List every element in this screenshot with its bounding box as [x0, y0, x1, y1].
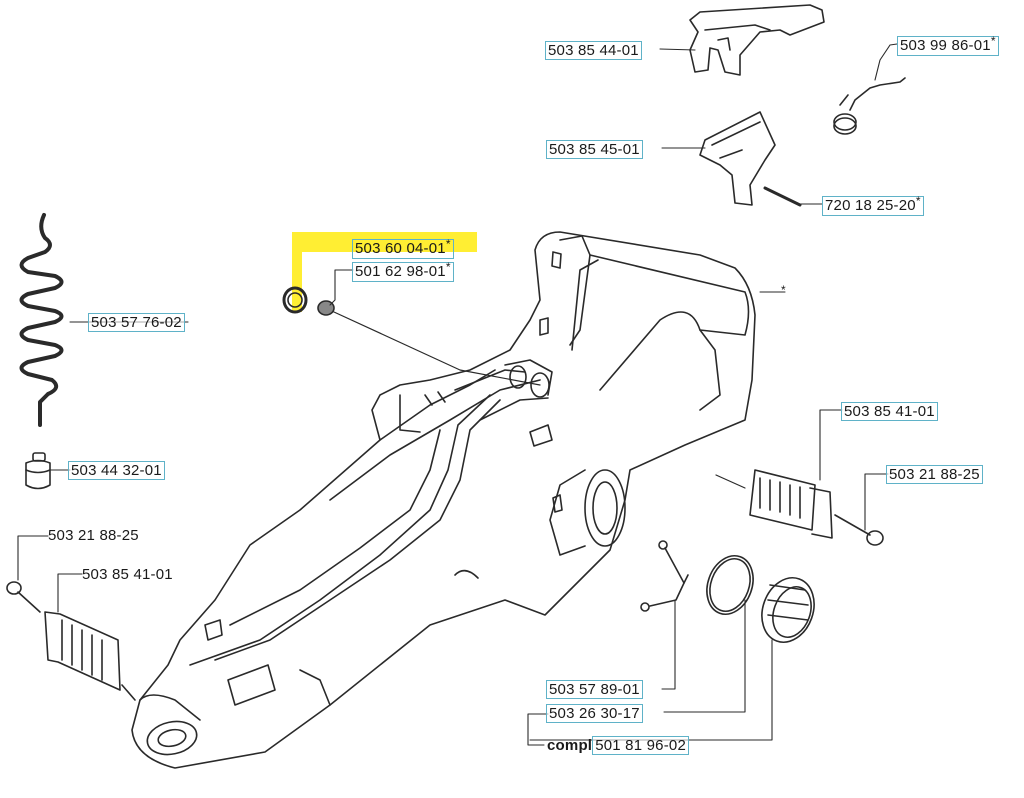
torsion-spring-drawing	[833, 77, 906, 135]
part-label[interactable]: 503 99 86-01*	[897, 34, 999, 56]
part-label[interactable]: 503 85 45-01	[546, 140, 643, 159]
footnote-mark: *	[445, 237, 451, 251]
throttle-trigger-drawing	[689, 4, 825, 76]
throttle-lockout-drawing	[699, 111, 802, 207]
part-label[interactable]: 503 44 32-01	[68, 461, 165, 480]
left-av-spring-drawing	[6, 581, 136, 701]
part-label[interactable]: 503 21 88-25	[886, 465, 983, 484]
part-label-selected[interactable]: 503 60 04-01*	[352, 237, 454, 259]
part-number: 720 18 25-20	[825, 197, 916, 214]
part-number: 503 44 32-01	[71, 462, 162, 479]
part-number: 503 57 89-01	[549, 681, 640, 698]
part-number: 503 99 86-01	[900, 37, 991, 54]
part-number: 503 60 04-01	[355, 240, 446, 257]
part-number: 503 57 76-02	[91, 314, 182, 331]
compl-prefix: compl	[547, 737, 593, 754]
rear-handle-housing	[131, 231, 756, 769]
footnote-mark: *	[445, 260, 451, 274]
fuel-filter-drawing	[25, 452, 51, 490]
o-ring-drawing	[706, 555, 754, 615]
filler-cap-drawing	[761, 577, 815, 643]
part-number: 501 81 96-02	[592, 736, 689, 755]
part-number: 503 85 41-01	[82, 566, 173, 583]
part-number: 503 21 88-25	[48, 527, 139, 544]
part-label[interactable]: 503 57 89-01	[546, 680, 643, 699]
part-label[interactable]: 503 57 76-02	[88, 313, 185, 332]
part-number: 503 21 88-25	[889, 466, 980, 483]
part-label[interactable]: 720 18 25-20*	[822, 194, 924, 216]
part-number: 503 85 41-01	[844, 403, 935, 420]
selected-part-highlight	[292, 232, 477, 252]
selected-part-highlight-leader	[292, 232, 302, 312]
part-label[interactable]: 501 62 98-01*	[352, 260, 454, 282]
part-number: 503 85 45-01	[549, 141, 640, 158]
footnote-mark: *	[990, 34, 996, 48]
handle-footnote-mark: *	[781, 283, 786, 297]
part-number: 503 85 44-01	[548, 42, 639, 59]
part-number: 501 62 98-01	[355, 263, 446, 280]
part-label[interactable]: 503 21 88-25	[46, 527, 141, 544]
fuel-hose-drawing	[19, 213, 64, 427]
part-label[interactable]: 503 26 30-17	[546, 704, 643, 723]
part-label[interactable]: 503 85 41-01	[841, 402, 938, 421]
part-label[interactable]: 503 85 41-01	[80, 566, 175, 583]
footnote-mark: *	[915, 194, 921, 208]
right-av-spring-drawing	[715, 469, 884, 546]
part-label[interactable]: 503 85 44-01	[545, 41, 642, 60]
part-number: 503 26 30-17	[549, 705, 640, 722]
snap-lever-drawing	[640, 540, 689, 612]
